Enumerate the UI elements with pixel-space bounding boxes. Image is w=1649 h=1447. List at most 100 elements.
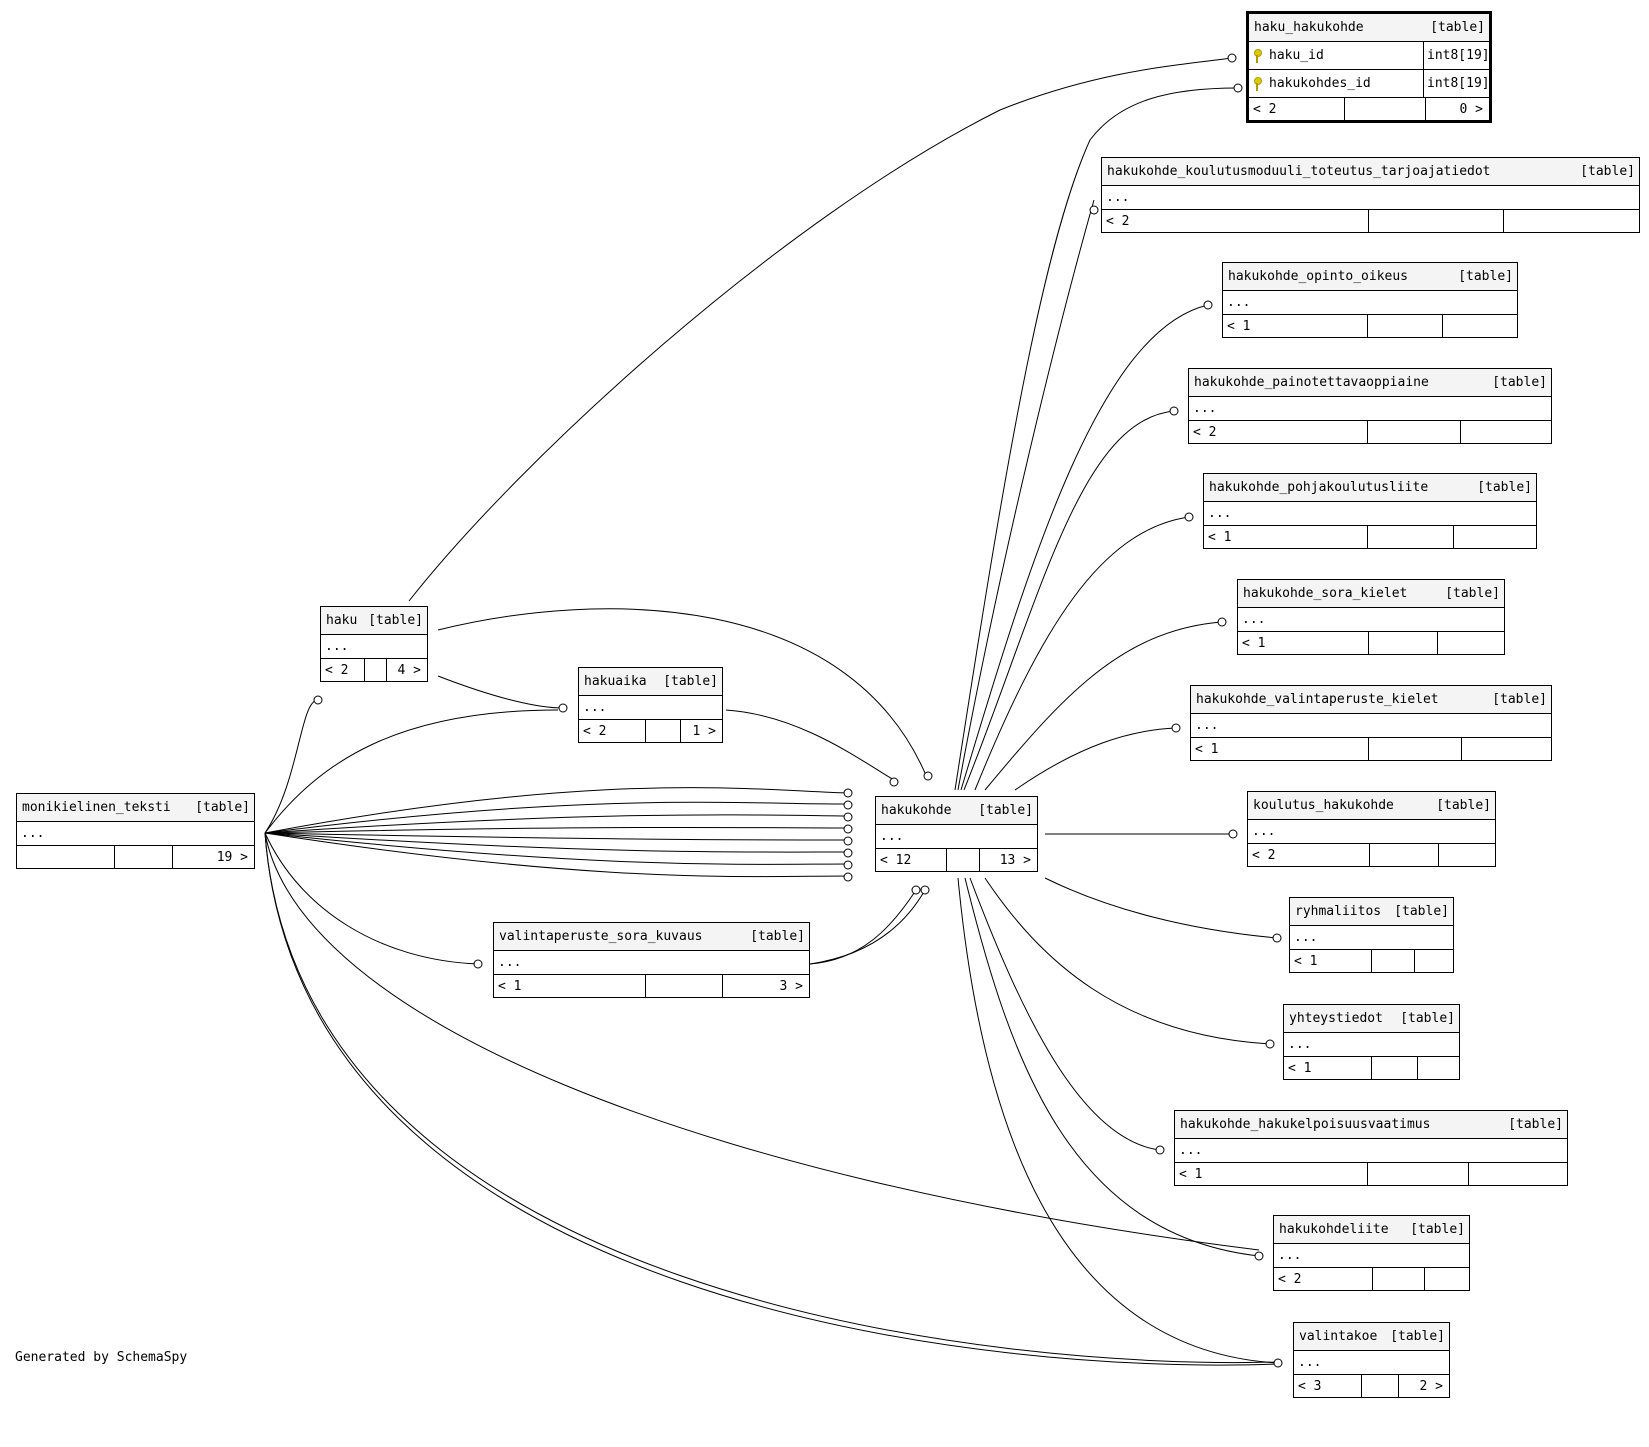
table-type-tag: [table] <box>750 929 805 944</box>
table-valintakoe[interactable]: valintakoe[table] ... < 3 2 > <box>1293 1322 1450 1398</box>
table-type-tag: [table] <box>1430 20 1485 35</box>
columns-collapsed[interactable]: ... <box>321 635 427 659</box>
table-name: hakukohde_valintaperuste_kielet <box>1196 692 1439 707</box>
parents-count[interactable]: < 2 <box>1189 421 1368 443</box>
parents-count[interactable]: < 2 <box>1248 844 1370 866</box>
children-count[interactable] <box>1443 315 1517 337</box>
table-type-tag: [table] <box>1400 1011 1455 1026</box>
table-type-tag: [table] <box>1390 1329 1445 1344</box>
parents-count[interactable]: < 2 <box>579 720 646 742</box>
table-monikielinen-teksti[interactable]: monikielinen_teksti[table] ... 19 > <box>16 793 255 869</box>
relationship-line <box>264 832 849 841</box>
table-hakukohde-koulutusmoduuli-toteutus-tarjoajatiedot[interactable]: hakukohde_koulutusmoduuli_toteutus_tarjo… <box>1101 157 1640 233</box>
columns-collapsed[interactable]: ... <box>17 822 254 846</box>
relationship-line <box>264 832 1260 1251</box>
parents-count[interactable]: < 1 <box>1175 1163 1368 1185</box>
columns-collapsed[interactable]: ... <box>876 825 1037 849</box>
children-count[interactable] <box>1454 526 1536 548</box>
relationship-line <box>809 889 926 965</box>
cardinality-marker <box>1273 1358 1283 1368</box>
cardinality-marker <box>1233 83 1243 93</box>
table-hakukohde-opinto-oikeus[interactable]: hakukohde_opinto_oikeus[table] ... < 1 <box>1222 262 1518 338</box>
children-count[interactable]: 1 > <box>692 723 716 739</box>
relationship-line <box>264 814 849 834</box>
table-hakuaika[interactable]: hakuaika[table] ... < 2 1 > <box>578 667 723 743</box>
parents-count[interactable]: < 2 <box>1274 1268 1373 1290</box>
relationship-line <box>264 832 1279 1366</box>
children-count[interactable] <box>1418 1057 1459 1079</box>
table-yhteystiedot[interactable]: yhteystiedot[table] ... < 1 <box>1283 1004 1460 1080</box>
table-type-tag: [table] <box>1436 798 1491 813</box>
cardinality-marker <box>843 848 853 858</box>
table-name: hakukohde_pohjakoulutusliite <box>1209 480 1429 495</box>
children-count[interactable] <box>1438 632 1504 654</box>
parents-count[interactable]: < 1 <box>1191 738 1369 760</box>
children-count[interactable]: 0 > <box>1459 101 1483 117</box>
table-haku-hakukohde[interactable]: haku_hakukohde [table] haku_id int8[19] … <box>1246 11 1492 123</box>
primary-key-icon <box>1253 48 1262 63</box>
table-hakukohde-valintaperuste-kielet[interactable]: hakukohde_valintaperuste_kielet[table] .… <box>1190 685 1552 761</box>
parents-count[interactable]: < 2 <box>321 659 365 681</box>
relationship-line <box>264 801 849 834</box>
cardinality-marker <box>1203 300 1213 310</box>
children-count[interactable] <box>1439 844 1495 866</box>
children-count[interactable]: 4 > <box>397 662 421 678</box>
column-row[interactable]: haku_id int8[19] <box>1249 42 1490 70</box>
columns-collapsed[interactable]: ... <box>1284 1033 1459 1057</box>
columns-collapsed[interactable]: ... <box>1274 1244 1469 1268</box>
table-name: hakukohde_hakukelpoisuusvaatimus <box>1180 1117 1431 1132</box>
table-ryhmaliitos[interactable]: ryhmaliitos[table] ... < 1 <box>1289 897 1454 973</box>
columns-collapsed[interactable]: ... <box>579 696 722 720</box>
parents-count[interactable]: < 1 <box>1284 1057 1372 1079</box>
columns-collapsed[interactable]: ... <box>1189 397 1551 421</box>
parents-count[interactable]: < 3 <box>1294 1375 1362 1397</box>
columns-collapsed[interactable]: ... <box>1290 926 1453 950</box>
table-hakukohde[interactable]: hakukohde[table] ... < 12 13 > <box>875 796 1038 872</box>
children-count[interactable] <box>1425 1268 1469 1290</box>
cardinality-marker <box>1155 1145 1165 1155</box>
columns-collapsed[interactable]: ... <box>1175 1139 1567 1163</box>
children-count[interactable] <box>1469 1163 1567 1185</box>
cardinality-marker <box>1184 512 1194 522</box>
cardinality-marker <box>889 777 899 787</box>
children-count[interactable] <box>1461 421 1551 443</box>
table-hakukohde-painotettavaoppiaine[interactable]: hakukohde_painotettavaoppiaine[table] ..… <box>1188 368 1552 444</box>
columns-collapsed[interactable]: ... <box>1204 502 1536 526</box>
children-count[interactable]: 13 > <box>999 852 1031 868</box>
table-hakukohdeliite[interactable]: hakukohdeliite[table] ... < 2 <box>1273 1215 1470 1291</box>
table-haku[interactable]: haku[table] ... < 2 4 > <box>320 606 428 682</box>
parents-count[interactable] <box>17 846 115 868</box>
parents-count[interactable]: < 2 <box>1102 210 1369 232</box>
parents-count[interactable]: < 1 <box>1238 632 1369 654</box>
relationship-line <box>957 199 1095 791</box>
columns-collapsed[interactable]: ... <box>1223 291 1517 315</box>
children-count[interactable]: 3 > <box>779 978 803 994</box>
children-count[interactable]: 2 > <box>1419 1378 1443 1394</box>
parents-count[interactable]: < 1 <box>1223 315 1368 337</box>
parents-count[interactable]: < 1 <box>494 975 646 997</box>
children-count[interactable] <box>1504 210 1639 232</box>
columns-collapsed[interactable]: ... <box>1248 820 1495 844</box>
columns-collapsed[interactable]: ... <box>1294 1351 1449 1375</box>
column-row[interactable]: hakukohdes_id int8[19] <box>1249 70 1490 98</box>
columns-collapsed[interactable]: ... <box>1238 608 1504 632</box>
children-count[interactable] <box>1415 950 1453 972</box>
children-count[interactable] <box>1462 738 1551 760</box>
cardinality-marker <box>843 836 853 846</box>
table-hakukohde-pohjakoulutusliite[interactable]: hakukohde_pohjakoulutusliite[table] ... … <box>1203 473 1537 549</box>
parents-count[interactable]: < 1 <box>1290 950 1372 972</box>
table-valintaperuste-sora-kuvaus[interactable]: valintaperuste_sora_kuvaus[table] ... < … <box>493 922 810 998</box>
table-koulutus-hakukohde[interactable]: koulutus_hakukohde[table] ... < 2 <box>1247 791 1496 867</box>
parents-count[interactable]: < 2 <box>1249 98 1345 120</box>
table-hakukohde-hakukelpoisuusvaatimus[interactable]: hakukohde_hakukelpoisuusvaatimus[table] … <box>1174 1110 1568 1186</box>
relationship-line <box>264 832 849 853</box>
relationship-line <box>969 877 1161 1151</box>
columns-collapsed[interactable]: ... <box>1102 186 1639 210</box>
parents-count[interactable]: < 1 <box>1204 526 1368 548</box>
table-hakukohde-sora-kielet[interactable]: hakukohde_sora_kielet[table] ... < 1 <box>1237 579 1505 655</box>
columns-collapsed[interactable]: ... <box>494 951 809 975</box>
columns-collapsed[interactable]: ... <box>1191 714 1551 738</box>
children-count[interactable]: 19 > <box>216 849 248 865</box>
parents-count[interactable]: < 12 <box>876 849 947 871</box>
relationship-line <box>264 826 849 834</box>
